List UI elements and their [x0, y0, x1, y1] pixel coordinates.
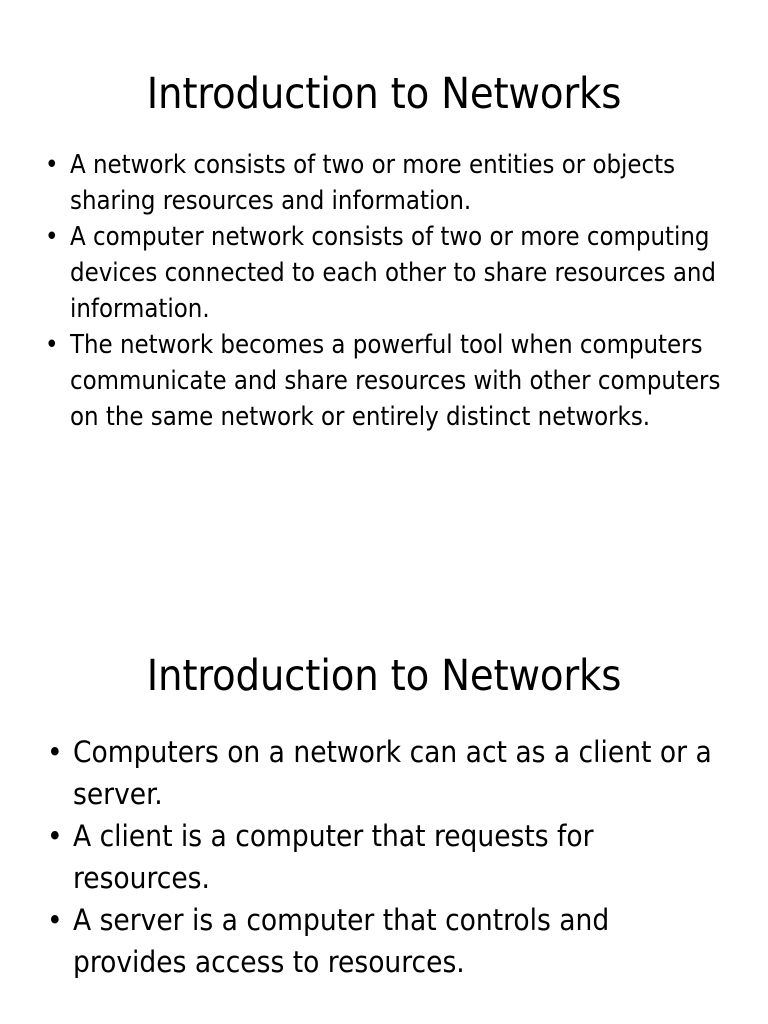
list-item: • A server is a computer that controls a… — [0, 899, 768, 983]
list-item: • Computers on a network can act as a cl… — [0, 731, 768, 815]
list-item: • A client is a computer that requests f… — [0, 815, 768, 899]
bullet-point-icon: • — [45, 149, 59, 180]
slide-2-bullet-list: • Computers on a network can act as a cl… — [0, 731, 768, 983]
bullet-point-icon: • — [45, 221, 59, 252]
bullet-point-icon: • — [47, 902, 63, 937]
slide-1: Introduction to Networks • A network con… — [0, 0, 768, 505]
bullet-point-icon: • — [45, 329, 59, 360]
list-item-text: Computers on a network can act as a clie… — [73, 734, 712, 811]
list-item-text: A network consists of two or more entiti… — [70, 149, 676, 216]
list-item: • The network becomes a powerful tool wh… — [0, 327, 768, 435]
bullet-point-icon: • — [47, 818, 63, 853]
slide-1-bullet-list: • A network consists of two or more enti… — [0, 147, 768, 435]
slide-2-title: Introduction to Networks — [146, 650, 622, 701]
list-item-text: A client is a computer that requests for… — [73, 818, 594, 895]
slide-1-title: Introduction to Networks — [146, 68, 622, 119]
list-item-text: The network becomes a powerful tool when… — [70, 329, 721, 432]
slide-2: Introduction to Networks • Computers on … — [0, 605, 768, 1024]
list-item: • A network consists of two or more enti… — [0, 147, 768, 219]
list-item-text: A server is a computer that controls and… — [73, 902, 610, 979]
bullet-point-icon: • — [47, 734, 63, 769]
list-item: • A computer network consists of two or … — [0, 219, 768, 327]
list-item-text: A computer network consists of two or mo… — [70, 221, 716, 324]
